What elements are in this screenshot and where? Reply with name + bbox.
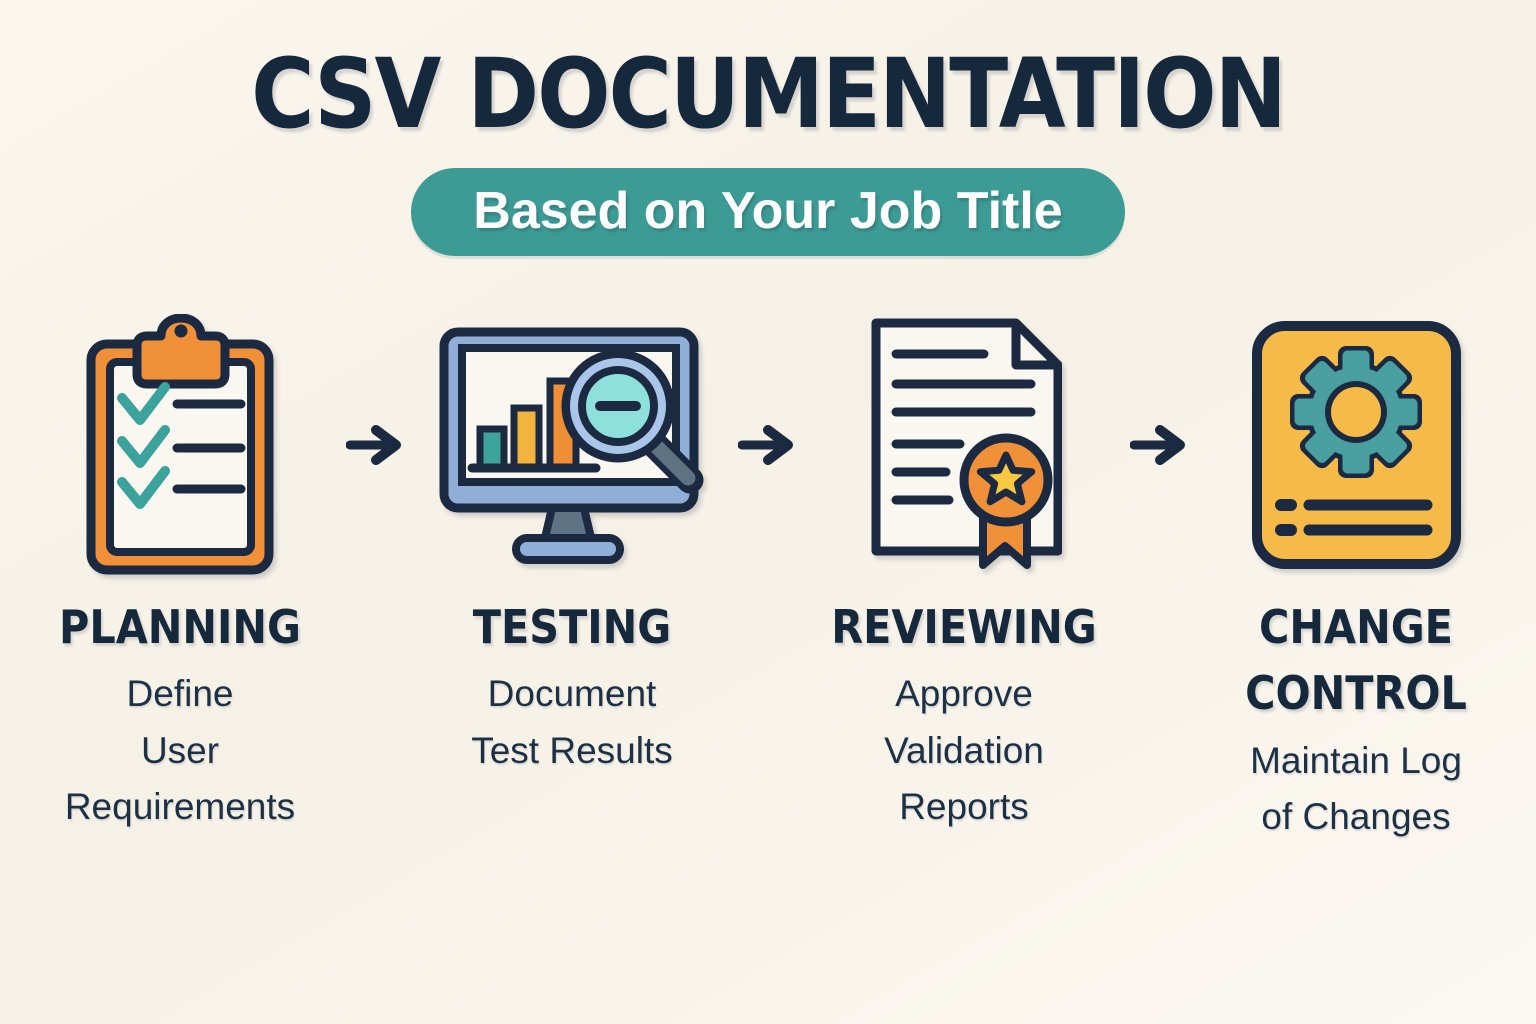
subtitle-badge: Based on Your Job Title: [411, 168, 1125, 256]
stage-title: PLANNING: [59, 599, 301, 654]
arrow-icon: [738, 306, 798, 584]
certificate-document-icon: [866, 306, 1062, 584]
gear-document-icon: [1249, 306, 1464, 584]
arrow-icon: [1130, 306, 1190, 584]
stage-testing: TESTING Document Test Results: [406, 306, 738, 779]
monitor-bar-chart-magnifier-icon: [436, 306, 708, 584]
stage-description: Document Test Results: [471, 673, 673, 771]
stage-description: Define User Requirements: [64, 673, 296, 827]
stage-change-control: CHANGE CONTROL Maintain Log of Changes: [1190, 306, 1522, 846]
process-flow: PLANNING Define User Requirements: [14, 306, 1522, 846]
clipboard-checklist-icon: [85, 306, 275, 584]
stage-description: Maintain Log of Changes: [1250, 740, 1462, 838]
stage-reviewing: REVIEWING Approve Validation Reports: [798, 306, 1130, 835]
stage-title: CHANGE CONTROL: [1245, 599, 1467, 721]
stage-description: Approve Validation Reports: [884, 673, 1044, 827]
page-title: CSV DOCUMENTATION: [251, 38, 1287, 150]
stage-title: REVIEWING: [831, 599, 1097, 654]
stage-title: TESTING: [472, 599, 672, 654]
arrow-icon: [346, 306, 406, 584]
stage-planning: PLANNING Define User Requirements: [14, 306, 346, 835]
